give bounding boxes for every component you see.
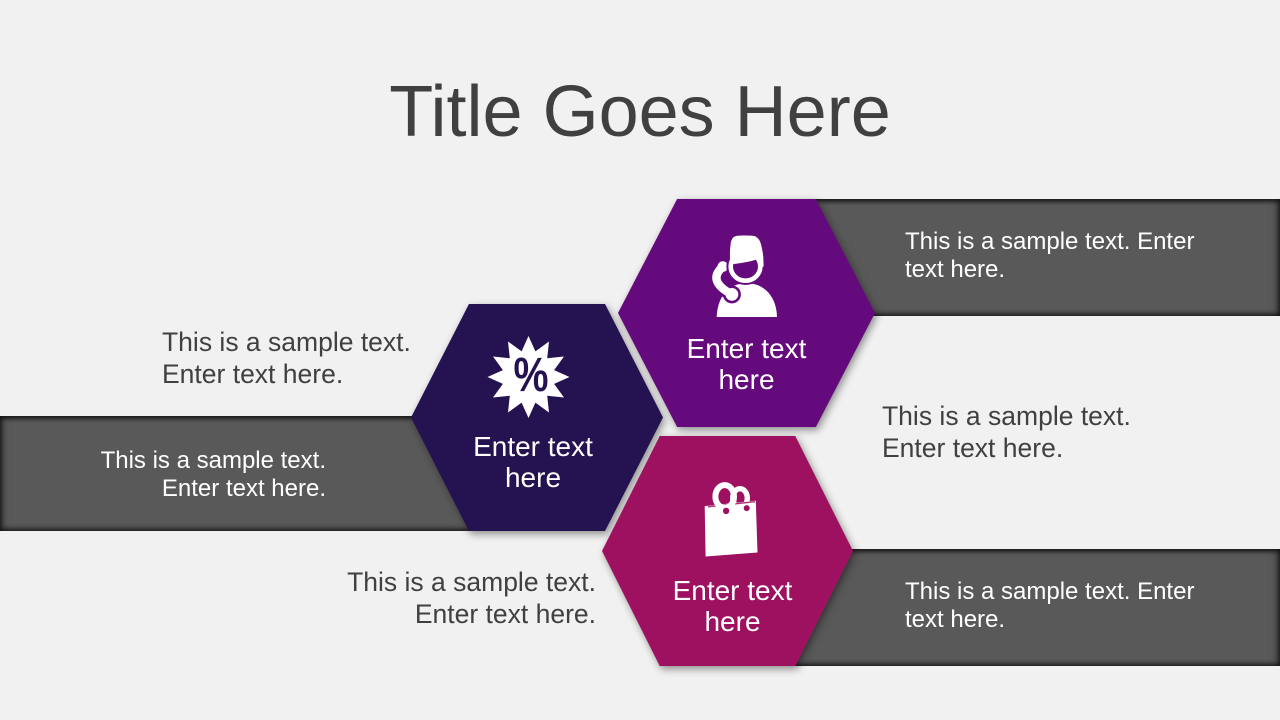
svg-text:%: %	[514, 348, 549, 402]
